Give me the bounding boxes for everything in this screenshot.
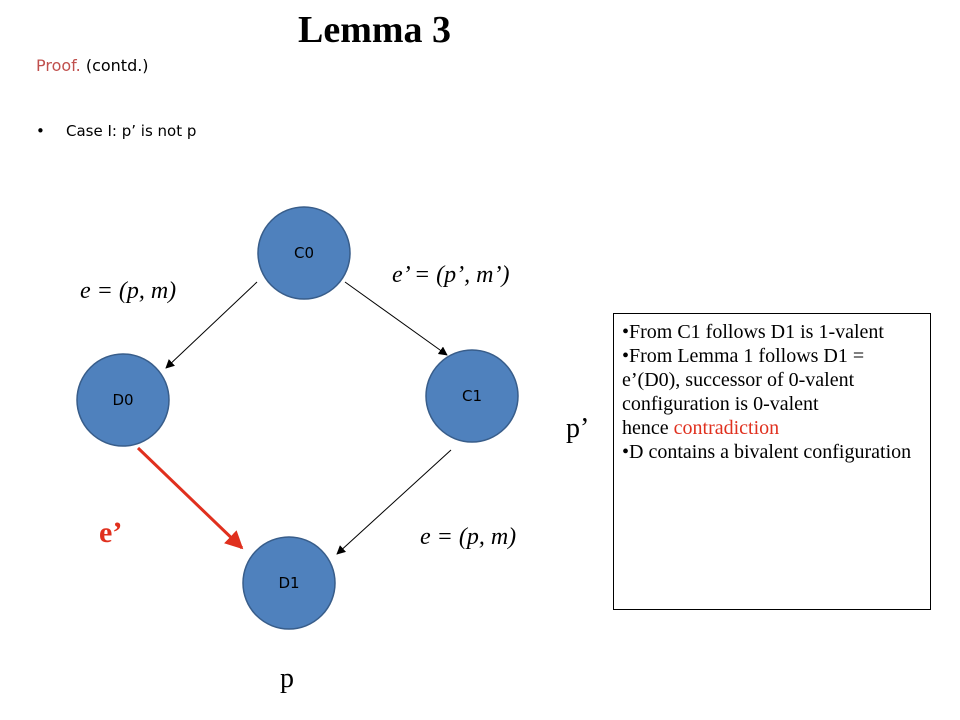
note-item-2-text: •From Lemma 1 follows D1 = e’(D0), succe… bbox=[622, 345, 865, 415]
edge-c0-d0 bbox=[165, 281, 258, 369]
node-d0-label: D0 bbox=[112, 391, 133, 409]
edge-c1-d1 bbox=[336, 449, 452, 555]
node-c0: C0 bbox=[257, 206, 351, 300]
edge-label-d0-d1: e’ bbox=[99, 516, 122, 549]
bullet-dot: • bbox=[36, 122, 45, 140]
proof-keyword: Proof. bbox=[36, 56, 81, 75]
note-contradiction: contradiction bbox=[673, 417, 780, 439]
node-c0-label: C0 bbox=[294, 244, 314, 262]
case-text: Case I: p’ is not p bbox=[66, 122, 197, 140]
case-bullet: • Case I: p’ is not p bbox=[36, 122, 196, 140]
node-d1-label: D1 bbox=[278, 574, 299, 592]
node-c1-label: C1 bbox=[462, 387, 482, 405]
note-item-2-hence: hence bbox=[622, 417, 674, 439]
note-item-3: •D contains a bivalent configuration bbox=[622, 441, 912, 463]
note-item-2: •From Lemma 1 follows D1 = e’(D0), succe… bbox=[622, 344, 922, 440]
note-item-1: •From C1 follows D1 is 1-valent bbox=[622, 321, 884, 343]
proof-rest: (contd.) bbox=[80, 56, 149, 75]
process-label-right: p’ bbox=[566, 413, 589, 444]
edge-d0-d1 bbox=[136, 446, 244, 550]
edge-label-c1-d1: e = (p, m) bbox=[420, 524, 516, 550]
process-label-bottom: p bbox=[280, 663, 294, 694]
edge-label-c0-d0: e = (p, m) bbox=[80, 278, 176, 304]
proof-line: Proof. (contd.) bbox=[36, 56, 149, 75]
proof-notes-box: •From C1 follows D1 is 1-valent •From Le… bbox=[613, 313, 931, 610]
node-d1: D1 bbox=[242, 536, 336, 630]
slide-title: Lemma 3 bbox=[298, 9, 452, 51]
edge-c0-c1 bbox=[344, 281, 448, 356]
node-d0: D0 bbox=[76, 353, 170, 447]
node-c1: C1 bbox=[425, 349, 519, 443]
edge-label-c0-c1: e’ = (p’, m’) bbox=[392, 262, 509, 288]
